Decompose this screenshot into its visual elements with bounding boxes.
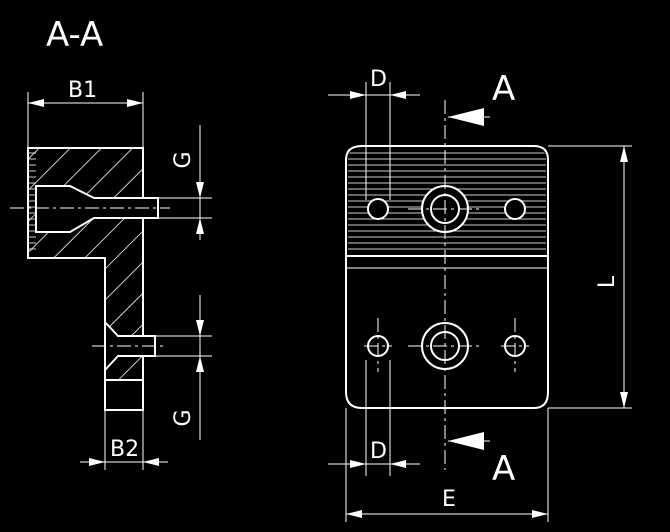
dimension-b1: B1 <box>27 78 144 148</box>
small-hole-upper-right <box>504 198 526 220</box>
dimension-g-bottom: G <box>150 295 212 440</box>
e-label: E <box>442 487 456 512</box>
section-line-a: A A <box>444 69 515 489</box>
a-bottom-label: A <box>492 449 515 489</box>
dimension-b2: B2 <box>80 410 168 470</box>
g-bottom-label: G <box>171 409 196 426</box>
d-bottom-label: D <box>370 439 387 464</box>
plate-outline <box>345 145 549 409</box>
front-view: A A D D L <box>328 67 632 522</box>
b1-label: B1 <box>68 78 97 103</box>
section-title: A-A <box>46 15 103 55</box>
g-top-label: G <box>171 151 196 168</box>
dimension-g-top: G <box>150 125 212 240</box>
d-top-label: D <box>370 67 387 92</box>
b2-label: B2 <box>110 437 139 462</box>
a-top-label: A <box>492 69 515 109</box>
dimension-d-top: D <box>328 67 420 200</box>
small-hole-upper-left <box>367 198 389 220</box>
dimension-l: L <box>548 145 632 409</box>
l-label: L <box>595 275 620 288</box>
section-lower-face <box>104 379 144 411</box>
dimension-e: E <box>345 408 549 522</box>
knurl-edge <box>28 150 36 254</box>
section-view: A-A B1 B2 <box>10 15 212 470</box>
dimension-d-bottom: D <box>328 360 420 476</box>
